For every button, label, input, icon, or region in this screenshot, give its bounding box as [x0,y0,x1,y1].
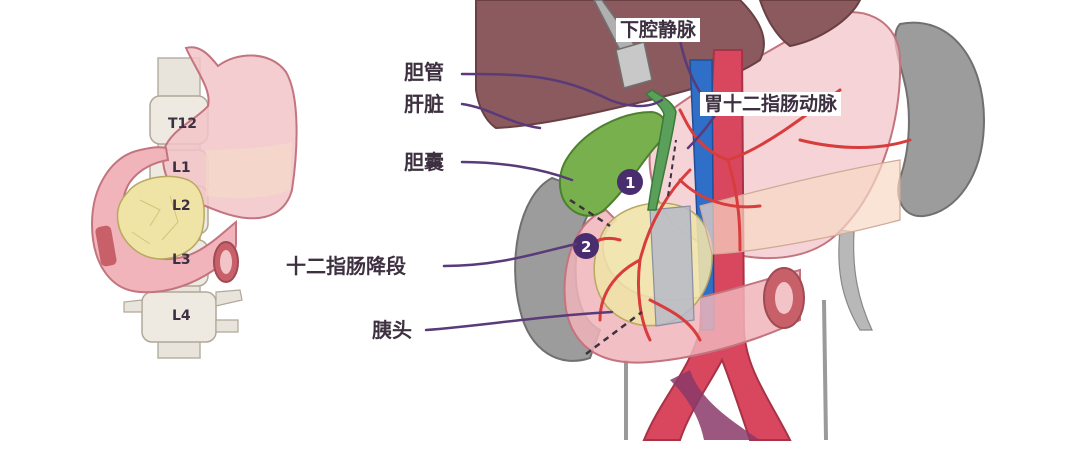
leader-liver [460,102,542,130]
vertebra-label: L4 [172,308,191,324]
gallbladder [558,110,667,217]
vertebra-label: L1 [172,160,191,176]
right-figure: 1 2 [475,0,986,441]
label-gda: 胃十二指肠动脉 [700,92,842,116]
label-bile-duct: 胆管 [404,60,444,84]
vertebra-label: L3 [172,252,191,268]
marker-2: 2 [573,233,599,259]
leader-gallbladder [460,160,574,182]
leader-ivc [678,38,702,94]
label-gallbladder: 胆囊 [404,150,444,174]
pancreas-small [116,175,205,260]
duodenum-small [90,146,237,294]
vertebra-label: L2 [172,198,191,214]
label-duodenum-descending: 十二指肠降段 [286,254,406,278]
marker-1: 1 [617,169,643,195]
label-pancreas-head: 胰头 [372,318,412,342]
svg-text:2: 2 [581,238,591,256]
leader-lines [424,38,724,332]
left-figure: T12 L1 L2 L3 L4 [90,46,298,359]
label-ivc: 下腔静脉 [616,18,701,42]
left-kidney [894,21,986,218]
leader-bile-duct [460,72,664,108]
vertebra-label: T12 [168,116,197,132]
leader-pancreas [424,310,614,332]
label-liver: 肝脏 [404,92,444,116]
svg-text:1: 1 [625,174,635,192]
leader-duodenum [442,242,578,268]
bile-duct [644,89,677,211]
